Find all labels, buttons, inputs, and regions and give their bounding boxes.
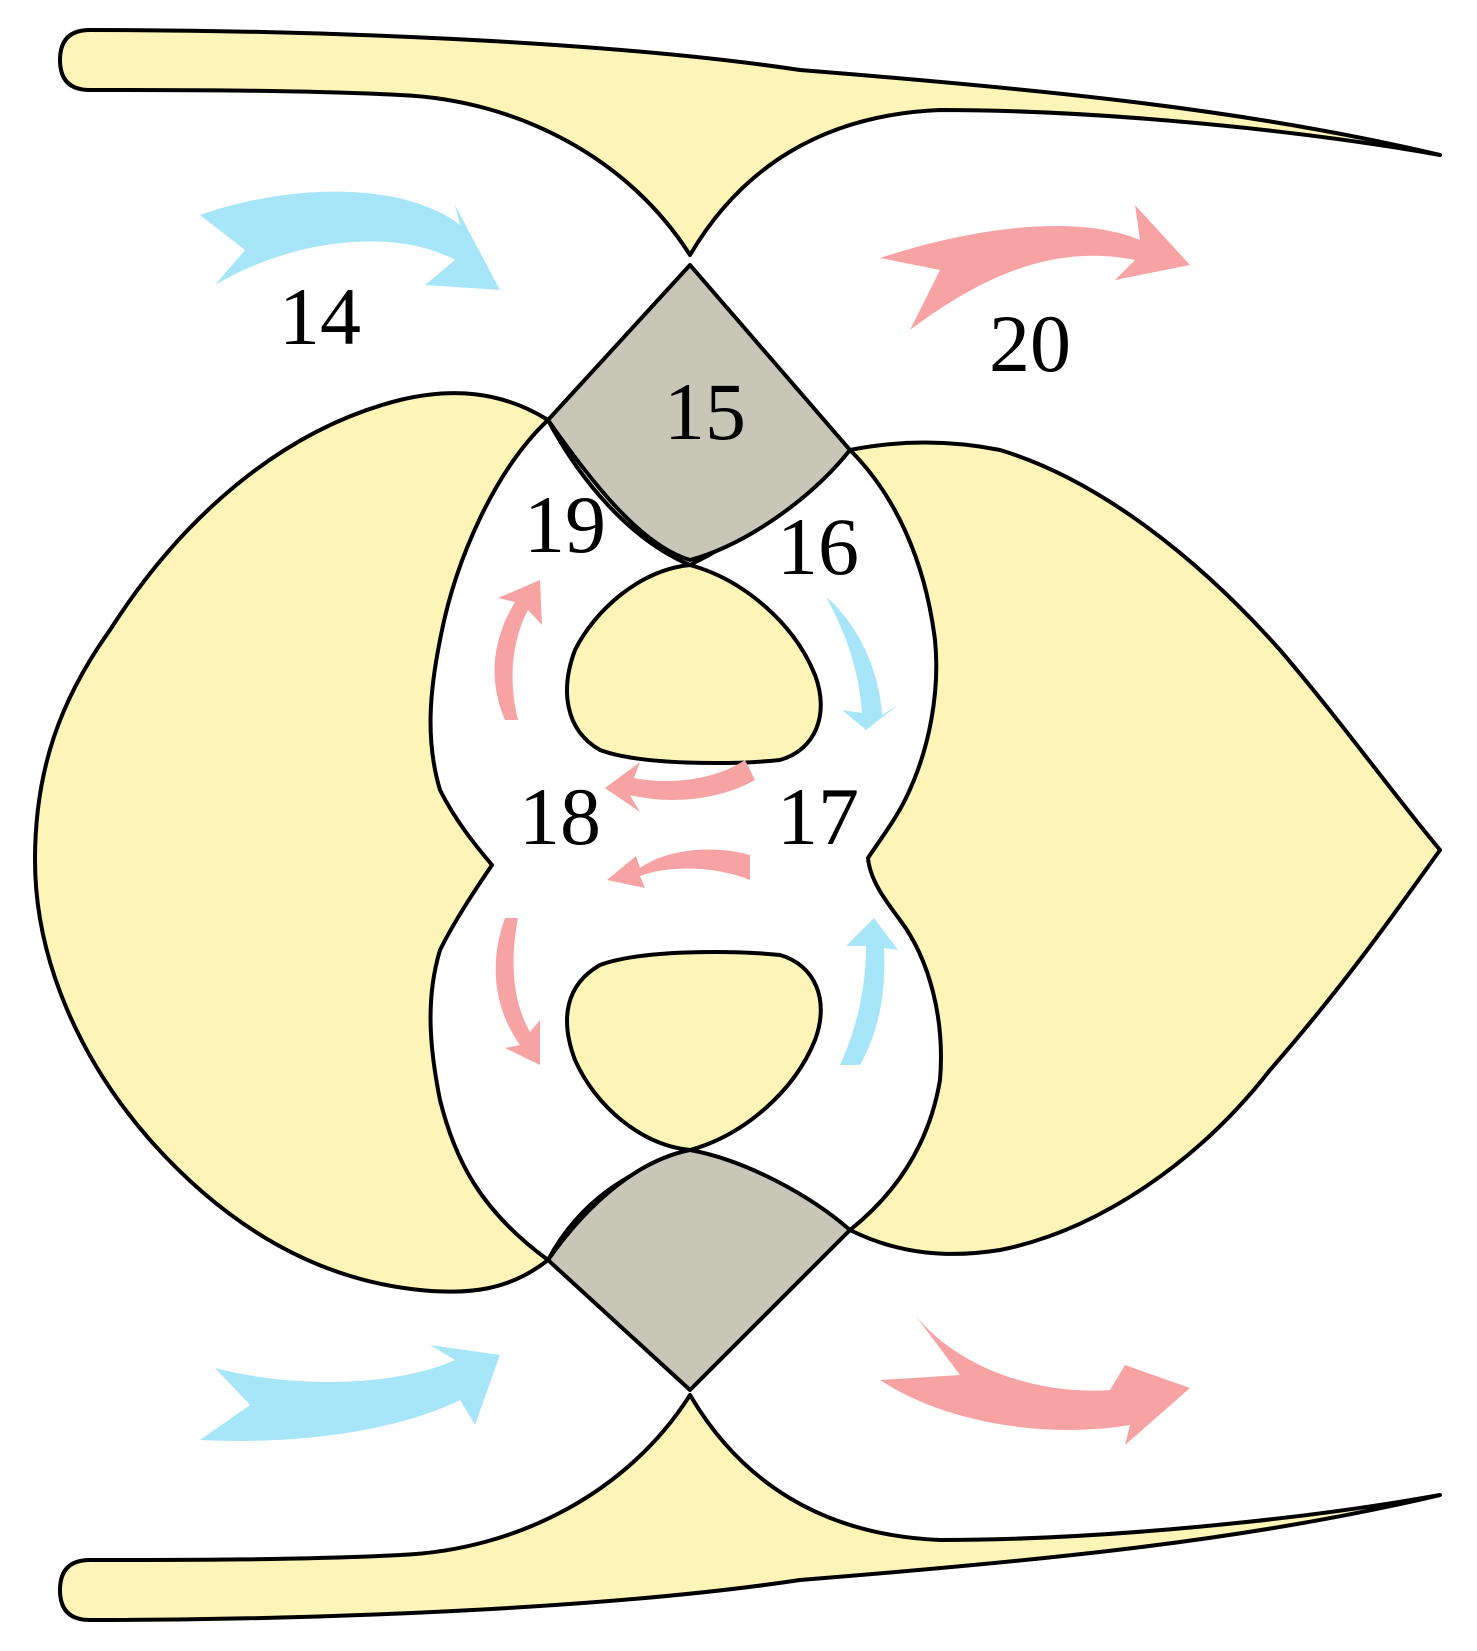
bottom-blade bbox=[58, 1393, 1442, 1622]
top-blade bbox=[58, 28, 1442, 257]
circulation-arrow-16 bbox=[826, 597, 898, 730]
circulation-arrow-lower-mid bbox=[607, 849, 750, 888]
outflow-arrow-bottom-right bbox=[880, 1315, 1190, 1445]
circulation-arrow-17 bbox=[840, 918, 898, 1065]
label-15: 15 bbox=[664, 366, 746, 457]
label-16: 16 bbox=[777, 501, 859, 592]
chamber-bottom bbox=[546, 1148, 852, 1392]
inflow-arrow-bottom-left bbox=[200, 1345, 500, 1441]
left-lobe bbox=[33, 391, 550, 1294]
chamber-15 bbox=[546, 263, 852, 562]
label-20: 20 bbox=[989, 298, 1071, 389]
label-17: 17 bbox=[777, 771, 859, 862]
label-14: 14 bbox=[279, 271, 361, 362]
label-19: 19 bbox=[524, 479, 606, 570]
right-lobe bbox=[848, 440, 1442, 1256]
circulation-arrow-upper-mid bbox=[605, 760, 755, 812]
label-18: 18 bbox=[519, 771, 601, 862]
upper-inner-loop bbox=[565, 563, 823, 765]
lower-inner-loop bbox=[565, 950, 823, 1152]
inflow-arrow-top-left bbox=[200, 191, 500, 290]
outflow-arrow-top-right bbox=[880, 205, 1190, 330]
circulation-arrow-19 bbox=[494, 580, 542, 720]
circulation-arrow-18 bbox=[495, 918, 540, 1065]
